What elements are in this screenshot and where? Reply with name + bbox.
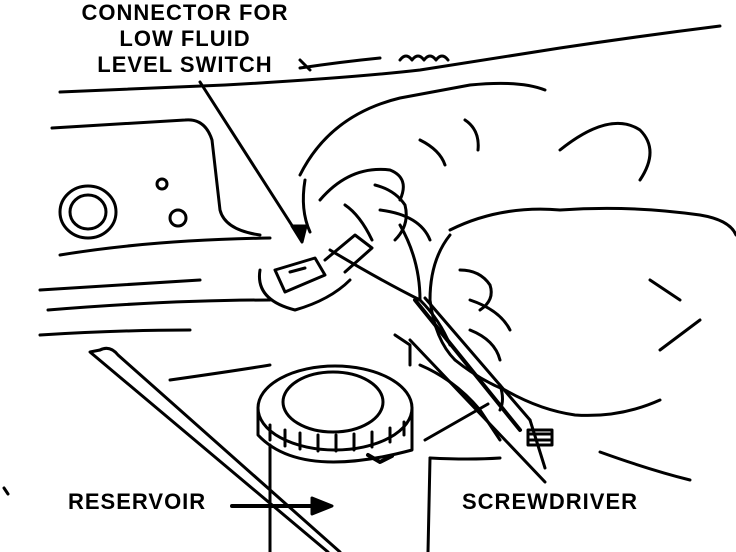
screwdriver-leader: [408, 338, 547, 484]
reservoir-body: [88, 346, 502, 552]
body-panel: [38, 24, 722, 337]
screwdriver-label: SCREWDRIVER: [462, 489, 639, 514]
left-hand: [298, 81, 652, 242]
reservoir-arrow: [230, 496, 334, 516]
reservoir-label: RESERVOIR: [68, 489, 207, 514]
panel-holes: [58, 177, 188, 240]
connector-label: CONNECTOR FOR LOW FLUID LEVEL SWITCH: [81, 0, 289, 77]
connector-assembly: [257, 223, 452, 367]
connector-leader: [198, 80, 308, 244]
reservoir-cap: [256, 364, 414, 464]
right-hand: [428, 206, 736, 417]
margin-mark: [2, 486, 10, 496]
